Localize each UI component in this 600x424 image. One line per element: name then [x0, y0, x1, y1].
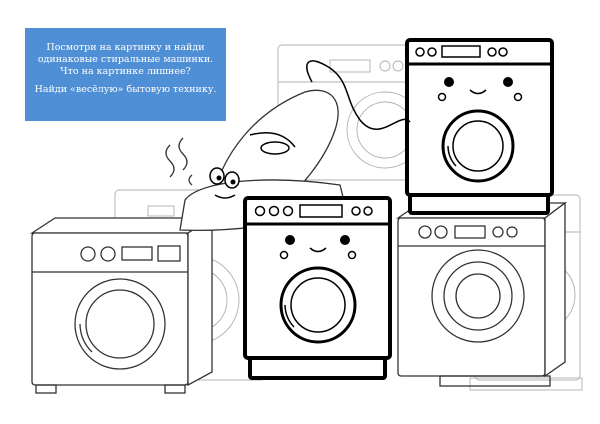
washer-left[interactable]: [29, 216, 215, 394]
task-question: Посмотри на картинку и найди одинаковые …: [37, 42, 214, 77]
task-hint: Найди «весёлую» бытовую технику.: [34, 84, 217, 95]
happy-washer-top[interactable]: [405, 38, 554, 215]
washer-right[interactable]: [395, 201, 567, 387]
task-panel: Посмотри на картинку и найди одинаковые …: [25, 28, 226, 121]
happy-washer-center[interactable]: [243, 196, 392, 380]
